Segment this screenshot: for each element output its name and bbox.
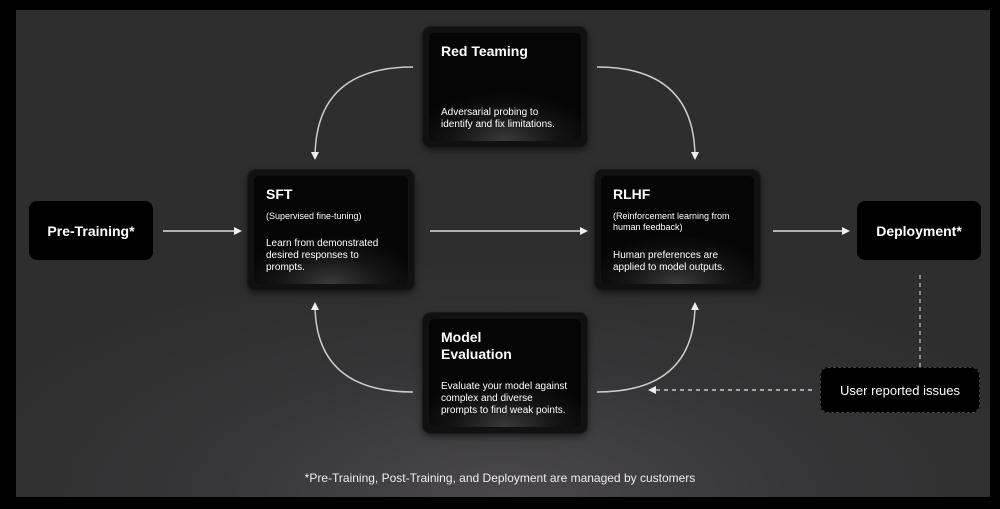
node-description: Human preferences are applied to model o… [613,250,725,273]
node-title: Model Evaluation [441,329,512,362]
arrow-evaluation-to-sft [311,302,414,393]
node-sft: SFT (Supervised fine-tuning) Learn from … [248,170,414,290]
node-deployment: Deployment* [857,201,981,260]
node-title: Deployment* [876,222,962,239]
node-red-teaming: Red Teaming Adversarial probing to ident… [423,27,587,147]
footnote: *Pre-Training, Post-Training, and Deploy… [304,471,696,485]
node-user-reported-issues: User reported issues [820,367,980,413]
node-title: RLHF [613,186,651,202]
node-description: Learn from demonstrated desired response… [266,238,379,273]
arrow-evaluation-to-rlhf [596,302,699,393]
node-title: Red Teaming [441,43,528,59]
node-subtitle: (Reinforcement learning from human feedb… [613,211,730,232]
arrow-redteaming-to-sft [311,66,414,160]
node-pre-training: Pre-Training* [29,201,153,260]
node-subtitle: (Supervised fine-tuning) [266,211,362,221]
node-rlhf: RLHF (Reinforcement learning from human … [595,170,760,290]
node-model-evaluation: Model Evaluation Evaluate your model aga… [423,313,587,433]
node-title: User reported issues [840,382,960,398]
node-title: SFT [266,186,293,202]
arrow-redteaming-to-rlhf [596,66,699,160]
node-description: Adversarial probing to identify and fix … [441,107,555,130]
node-title: Pre-Training* [47,222,135,239]
node-description: Evaluate your model against complex and … [441,381,568,416]
